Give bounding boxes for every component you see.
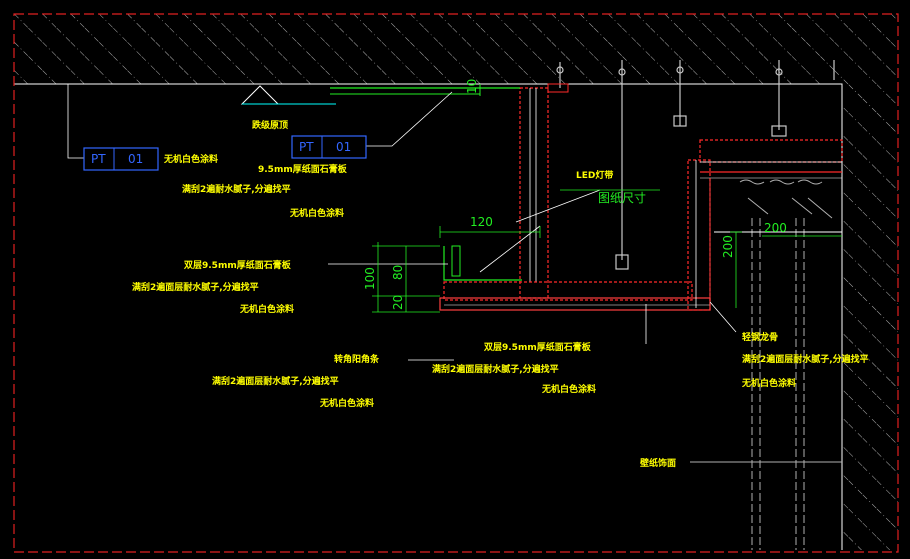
ceiling-structure <box>330 83 843 311</box>
dim-10: 10 <box>465 79 479 94</box>
pt-tag-1: PT 01 无机白色涂料 <box>83 147 218 171</box>
drawing-frame <box>13 13 899 553</box>
dim-100: 100 <box>363 267 377 290</box>
label-paint-1: 无机白色涂料 <box>289 207 344 219</box>
leader-lines <box>67 84 737 361</box>
label-putty-1: 满刮2遍耐水腻子,分遍找平 <box>182 183 291 195</box>
elevation-marker <box>240 85 336 105</box>
label-wallpaper: 壁纸饰面 <box>640 457 676 469</box>
label-putty-2: 满刮2遍面层耐水腻子,分遍找平 <box>132 281 259 293</box>
label-drawing-size: 图纸尺寸 <box>598 191 646 205</box>
label-led: LED灯带 <box>576 169 613 181</box>
pt-tag-1-note: 无机白色涂料 <box>163 153 218 165</box>
label-paint-4: 无机白色涂料 <box>541 383 596 395</box>
label-paint-3: 无机白色涂料 <box>319 397 374 409</box>
dim-120: 120 <box>470 215 493 229</box>
label-paint-5: 无机白色涂料 <box>741 377 796 389</box>
pt-tag-1-code: PT <box>91 152 106 166</box>
concrete-slab-hatch <box>14 14 898 550</box>
dimension-lines <box>372 189 842 313</box>
label-paint-2: 无机白色涂料 <box>239 303 294 315</box>
pt-tag-2-code: PT <box>299 140 314 154</box>
label-putty-5: 满刮2遍面层耐水腻子,分遍找平 <box>742 353 869 365</box>
label-putty-4: 满刮2遍面层耐水腻子,分遍找平 <box>432 363 559 375</box>
label-putty-3: 满刮2遍面层耐水腻子,分遍找平 <box>212 375 339 387</box>
material-labels: 跌级原顶 9.5mm厚纸面石膏板 满刮2遍耐水腻子,分遍找平 无机白色涂料 LE… <box>132 119 869 469</box>
label-board-95: 9.5mm厚纸面石膏板 <box>258 163 348 175</box>
label-keel: 轻钢龙骨 <box>742 331 778 343</box>
pt-tag-1-num: 01 <box>128 152 143 166</box>
dim-80: 80 <box>391 265 405 280</box>
pt-tag-2-num: 01 <box>336 140 351 154</box>
label-shadow-gap: 跌级原顶 <box>252 119 288 131</box>
dim-200-horizontal: 200 <box>764 221 787 235</box>
label-double-board-1: 双层9.5mm厚纸面石膏板 <box>184 259 292 271</box>
label-angle-steel: 转角阳角条 <box>334 353 380 365</box>
hanger-rods <box>556 60 835 270</box>
dim-20: 20 <box>391 295 405 310</box>
dim-200-vertical: 200 <box>721 235 735 258</box>
label-double-board-2: 双层9.5mm厚纸面石膏板 <box>484 341 592 353</box>
pt-tag-2: PT 01 <box>291 135 367 159</box>
